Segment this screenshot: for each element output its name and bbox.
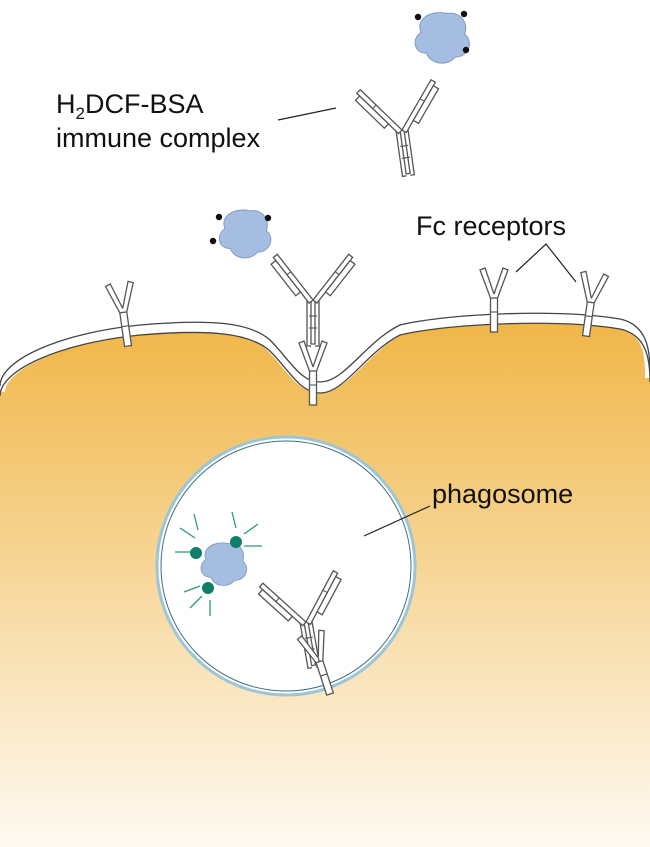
antigen-protein-icon xyxy=(414,12,470,64)
complex-label-prefix: H xyxy=(56,89,76,119)
complex-leader-line xyxy=(277,107,337,121)
free-immune-complex xyxy=(351,10,470,183)
dcf-dot xyxy=(414,13,422,21)
fluorescent-dot xyxy=(202,582,214,594)
fc-receptors-label: Fc receptors xyxy=(416,211,567,241)
cell-membrane xyxy=(0,313,650,394)
membrane-inner-line xyxy=(0,322,650,397)
complex-label-subscript: 2 xyxy=(75,104,85,123)
dcf-dot xyxy=(462,46,470,54)
dcf-dot xyxy=(460,10,468,18)
fluorescent-dot xyxy=(230,536,242,548)
antibody-icon xyxy=(351,77,453,183)
antigen-protein-icon xyxy=(218,209,272,259)
antibody-icon xyxy=(267,253,359,347)
phagosome-inner-ring xyxy=(160,440,412,692)
phagosome-vesicle xyxy=(155,435,417,697)
dcf-dot xyxy=(215,213,223,221)
dcf-dot xyxy=(264,214,272,222)
membrane-outer-line xyxy=(0,312,650,387)
phagosome-label: phagosome xyxy=(432,479,574,509)
internalized-immune-complex xyxy=(175,511,359,699)
complex-label-line2: immune complex xyxy=(56,123,261,153)
phagosome-leader-line xyxy=(363,505,431,537)
fluorescence-icon xyxy=(175,511,262,616)
dcf-dot xyxy=(209,237,217,245)
fluorescent-dot xyxy=(190,547,202,559)
bound-immune-complex xyxy=(209,209,359,406)
immune-complex-label: H2DCF-BSA immune complex xyxy=(56,88,260,154)
complex-label-suffix: DCF-BSA xyxy=(84,89,204,119)
fc-receptors-leader-line xyxy=(515,243,577,283)
